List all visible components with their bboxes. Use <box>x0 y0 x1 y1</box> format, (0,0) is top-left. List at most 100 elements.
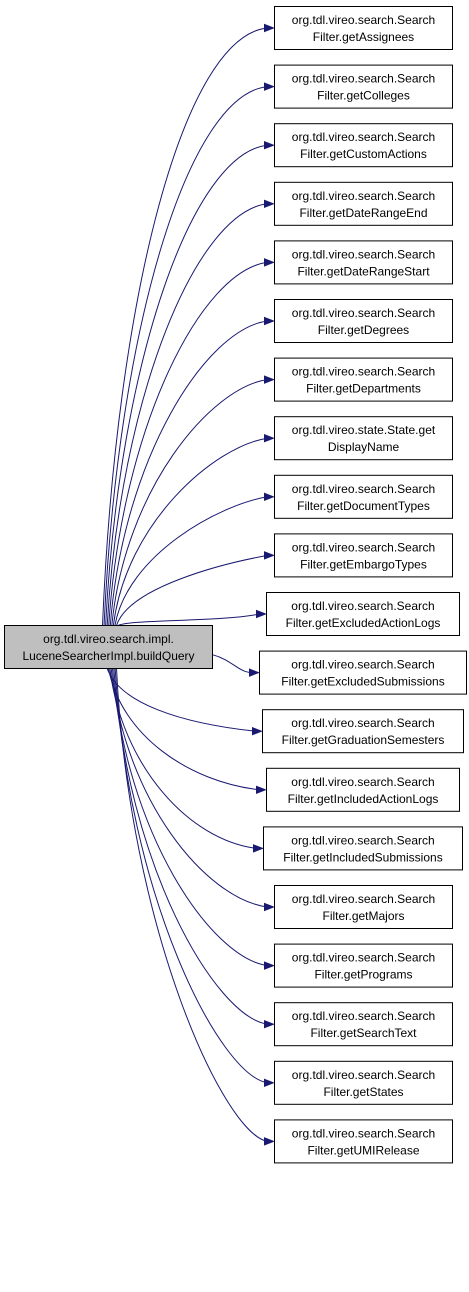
target-node-label-line1: org.tdl.vireo.search.Search <box>292 247 435 261</box>
target-node-label-line1: org.tdl.vireo.search.Search <box>291 599 434 613</box>
target-node-box <box>259 650 467 695</box>
target-node-getumirelease[interactable]: org.tdl.vireo.search.SearchFilter.getUMI… <box>274 1119 453 1164</box>
target-node-box <box>274 533 453 578</box>
arrowhead-icon <box>264 82 275 91</box>
target-node-label-line1: org.tdl.vireo.search.Search <box>292 72 435 86</box>
call-edge-getassignees <box>102 27 268 626</box>
target-node-box <box>274 6 453 50</box>
target-node-box <box>274 357 453 402</box>
target-node-label-line2: Filter.getDegrees <box>318 323 409 337</box>
target-node-getcustomactions[interactable]: org.tdl.vireo.search.SearchFilter.getCus… <box>274 123 453 168</box>
target-node-label-line2: Filter.getExcludedActionLogs <box>286 616 441 630</box>
arrowhead-icon <box>256 785 267 795</box>
target-node-label-line2: Filter.getDateRangeStart <box>297 264 430 278</box>
target-node-label-line1: org.tdl.vireo.search.Search <box>292 951 435 965</box>
target-node-label-line2: Filter.getExcludedSubmissions <box>281 675 444 689</box>
call-edge-getexcludedactionlogs <box>117 613 260 626</box>
target-node-box <box>262 709 464 754</box>
arrowhead-icon <box>264 23 275 33</box>
arrowhead-icon <box>253 844 264 853</box>
target-node-label-line1: org.tdl.vireo.search.Search <box>292 1068 435 1082</box>
target-node-label-line2: DisplayName <box>328 440 400 454</box>
target-node-getassignees[interactable]: org.tdl.vireo.search.SearchFilter.getAss… <box>274 6 453 50</box>
arrowhead-icon <box>264 140 275 150</box>
call-edge-getcustomactions <box>105 144 268 626</box>
target-node-box <box>274 64 453 109</box>
target-node-getexcludedactionlogs[interactable]: org.tdl.vireo.search.SearchFilter.getExc… <box>266 592 460 636</box>
target-node-label-line1: org.tdl.vireo.search.Search <box>292 13 435 27</box>
call-edge-getstates <box>114 668 268 1084</box>
arrowhead-icon <box>264 551 275 560</box>
arrowhead-icon <box>252 726 263 736</box>
target-node-getincludedsubmissions[interactable]: org.tdl.vireo.search.SearchFilter.getInc… <box>263 826 463 871</box>
target-node-label-line2: Filter.getDateRangeEnd <box>299 206 427 220</box>
target-node-label-line2: Filter.getIncludedSubmissions <box>283 850 442 864</box>
target-node-label-line1: org.tdl.vireo.search.Search <box>291 658 434 672</box>
call-edge-getdegrees <box>109 320 268 626</box>
call-edge-displayname <box>112 437 268 626</box>
target-node-box <box>266 592 460 636</box>
arrowhead-icon <box>264 375 275 384</box>
arrowhead-icon <box>264 961 275 970</box>
target-node-label-line2: Filter.getDepartments <box>306 382 421 396</box>
arrowhead-icon <box>264 199 275 209</box>
target-node-getincludedactionlogs[interactable]: org.tdl.vireo.search.SearchFilter.getInc… <box>266 767 460 812</box>
target-node-getdocumenttypes[interactable]: org.tdl.vireo.search.SearchFilter.getDoc… <box>274 474 453 519</box>
arrowhead-icon <box>264 433 275 443</box>
source-node-box <box>4 625 213 669</box>
arrowhead-icon <box>249 668 260 677</box>
call-edge-getdocumenttypes <box>114 496 268 626</box>
target-node-label-line2: Filter.getIncludedActionLogs <box>288 792 439 806</box>
target-node-box <box>274 240 453 285</box>
target-node-box <box>274 416 453 461</box>
target-node-box <box>263 826 463 871</box>
target-node-label-line1: org.tdl.vireo.search.Search <box>292 892 435 906</box>
source-node[interactable]: org.tdl.vireo.search.impl. LuceneSearche… <box>4 625 213 669</box>
target-node-label-line1: org.tdl.vireo.search.Search <box>292 1126 435 1140</box>
call-edge-getumirelease <box>116 668 268 1142</box>
target-node-getcolleges[interactable]: org.tdl.vireo.search.SearchFilter.getCol… <box>274 64 453 109</box>
call-edge-getexcludedsubmissions <box>212 654 253 674</box>
target-node-box <box>274 943 453 988</box>
target-node-getdegrees[interactable]: org.tdl.vireo.search.SearchFilter.getDeg… <box>274 299 453 343</box>
target-node-getprograms[interactable]: org.tdl.vireo.search.SearchFilter.getPro… <box>274 943 453 988</box>
target-node-box <box>274 1119 453 1164</box>
target-node-getdaterangestart[interactable]: org.tdl.vireo.search.SearchFilter.getDat… <box>274 240 453 285</box>
call-edge-getdepartments <box>111 379 268 626</box>
target-node-label-line2: Filter.getGraduationSemesters <box>282 733 445 747</box>
arrowhead-icon <box>264 258 275 267</box>
call-edge-getdaterangeend <box>106 203 268 626</box>
target-node-label-line2: Filter.getMajors <box>322 909 404 923</box>
target-node-label-line2: Filter.getPrograms <box>314 968 412 982</box>
target-node-getembargotypes[interactable]: org.tdl.vireo.search.SearchFilter.getEmb… <box>274 533 453 578</box>
target-node-getstates[interactable]: org.tdl.vireo.search.SearchFilter.getSta… <box>274 1060 453 1105</box>
target-node-getsearchtext[interactable]: org.tdl.vireo.search.SearchFilter.getSea… <box>274 1002 453 1047</box>
target-node-getgraduationsemesters[interactable]: org.tdl.vireo.search.SearchFilter.getGra… <box>262 709 464 754</box>
target-node-label-line1: org.tdl.vireo.search.Search <box>292 189 435 203</box>
target-node-label-line1: org.tdl.vireo.search.Search <box>291 833 434 847</box>
target-node-box <box>274 885 453 929</box>
target-node-box <box>274 299 453 343</box>
arrowhead-icon <box>264 316 275 326</box>
source-node-label-line2: LuceneSearcherImpl.buildQuery <box>22 649 194 663</box>
target-node-label-line2: Filter.getStates <box>323 1085 403 1099</box>
target-node-box <box>274 123 453 168</box>
call-edge-getembargotypes <box>116 554 268 626</box>
target-node-getmajors[interactable]: org.tdl.vireo.search.SearchFilter.getMaj… <box>274 885 453 929</box>
target-node-getexcludedsubmissions[interactable]: org.tdl.vireo.search.SearchFilter.getExc… <box>259 650 467 695</box>
target-node-getdaterangeend[interactable]: org.tdl.vireo.search.SearchFilter.getDat… <box>274 181 453 226</box>
target-node-getdepartments[interactable]: org.tdl.vireo.search.SearchFilter.getDep… <box>274 357 453 402</box>
nodes-layer: org.tdl.vireo.search.impl. LuceneSearche… <box>4 6 467 1164</box>
arrowhead-icon <box>264 902 275 912</box>
target-node-label-line2: Filter.getCustomActions <box>300 147 427 161</box>
target-node-label-line1: org.tdl.vireo.search.Search <box>291 775 434 789</box>
arrowhead-icon <box>264 1019 275 1029</box>
call-edge-getgraduationsemesters <box>106 668 256 732</box>
target-node-label-line2: Filter.getSearchText <box>310 1026 417 1040</box>
target-node-label-line1: org.tdl.vireo.search.Search <box>291 716 434 730</box>
target-node-label-line2: Filter.getAssignees <box>313 30 414 44</box>
call-edge-getcolleges <box>103 86 268 626</box>
target-node-label-line1: org.tdl.vireo.search.Search <box>292 540 435 554</box>
